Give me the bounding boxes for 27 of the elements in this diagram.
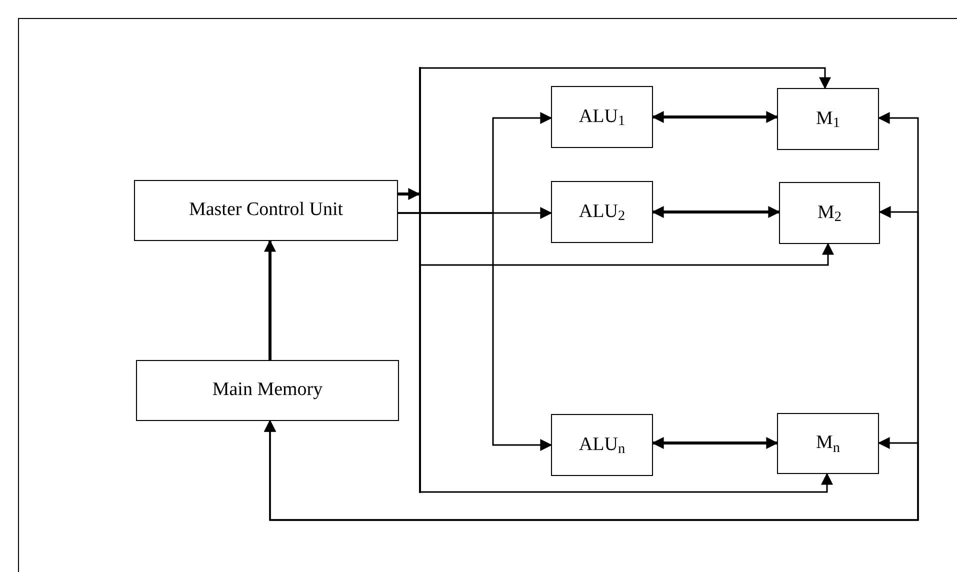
connector-arrow	[398, 212, 552, 451]
box-label: Master Control Unit	[188, 198, 344, 222]
process-box	[134, 180, 398, 241]
process-box	[551, 86, 653, 148]
box-label: ALU$_{2}$	[578, 200, 626, 226]
box-label: M$_{1}$	[816, 106, 840, 134]
connector-arrow	[652, 437, 778, 449]
connector-arrow	[652, 111, 778, 123]
process-box	[551, 414, 653, 476]
box-label: ALU$_{1}$	[578, 104, 626, 132]
connector-arrow	[652, 206, 780, 218]
connector-arrow	[421, 472, 833, 493]
connector-arrow	[421, 242, 834, 266]
box-label: M$_{2}$	[817, 200, 842, 228]
box-label: M$_{n}$	[816, 431, 840, 458]
box-label: ALU$_{n}$	[578, 432, 626, 460]
connector-arrow	[264, 240, 276, 360]
connector-arrow	[398, 188, 420, 200]
bus-line	[419, 67, 421, 493]
process-box	[777, 413, 879, 474]
process-box	[136, 360, 399, 421]
connector-arrow	[421, 67, 831, 90]
process-box	[779, 182, 880, 244]
process-box	[551, 181, 653, 243]
box-label: Main Memory	[212, 378, 323, 402]
process-box	[777, 88, 879, 150]
connector-arrow	[264, 420, 919, 521]
